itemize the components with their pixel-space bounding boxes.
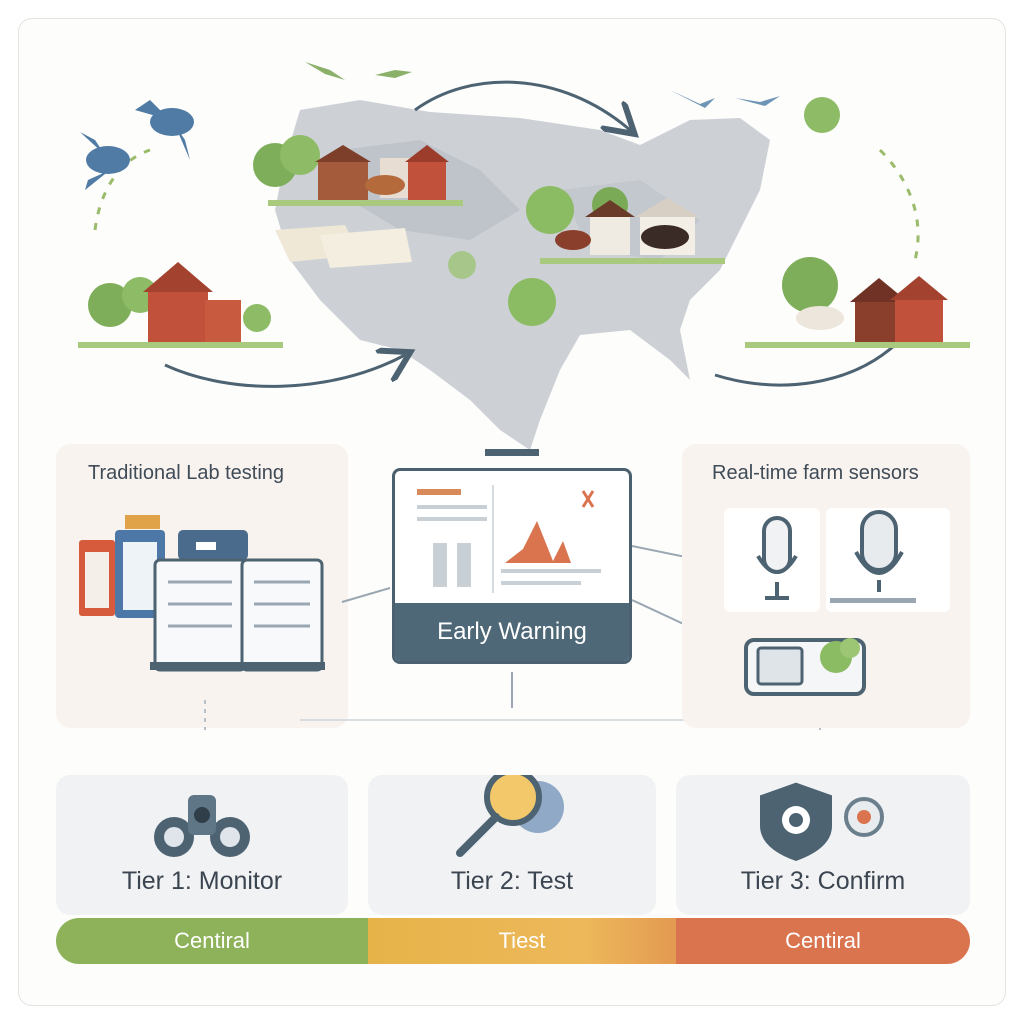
tier-2-label: Tier 2: Test: [450, 867, 574, 895]
tier-3-label: Tier 3: Confirm: [740, 867, 906, 895]
early-warning-dashboard: Early Warning: [392, 468, 632, 664]
shield-virus-icon: [760, 782, 884, 861]
band-centiral-left: Centiral: [56, 918, 368, 964]
flow-arrow-top: [414, 80, 630, 130]
dashboard-chart-icon: [417, 485, 601, 593]
flow-arrow-right: [714, 343, 896, 387]
lab-testing-panel: Traditional Lab testing: [56, 444, 348, 728]
tier-3-card: Tier 3: Confirm: [676, 775, 970, 915]
tier-1-label: Tier 1: Monitor: [121, 867, 283, 895]
farm-cluster-west: [78, 262, 283, 348]
band-centiral-right: Centiral: [676, 918, 970, 964]
farm-cluster-central: [526, 186, 725, 264]
binoculars-icon: [154, 795, 250, 857]
us-map-illustration: [78, 62, 970, 456]
tier-2-card: Tier 2: Test: [368, 775, 656, 915]
tier-1-card: Tier 1: Monitor: [56, 775, 348, 915]
band-tiest: Tiest: [368, 918, 676, 964]
farm-sensors-title: Real-time farm sensors: [712, 462, 919, 484]
lab-testing-title: Traditional Lab testing: [88, 462, 285, 484]
farm-sensors-panel: Real-time farm sensors: [682, 444, 970, 728]
bird-icon: [80, 100, 194, 190]
farm-cluster-east: [745, 97, 970, 348]
magnifier-virus-icon: [456, 775, 564, 857]
farm-cluster-north: [253, 135, 463, 206]
early-warning-label: Early Warning: [395, 603, 629, 661]
flow-arrow-left: [164, 355, 405, 388]
